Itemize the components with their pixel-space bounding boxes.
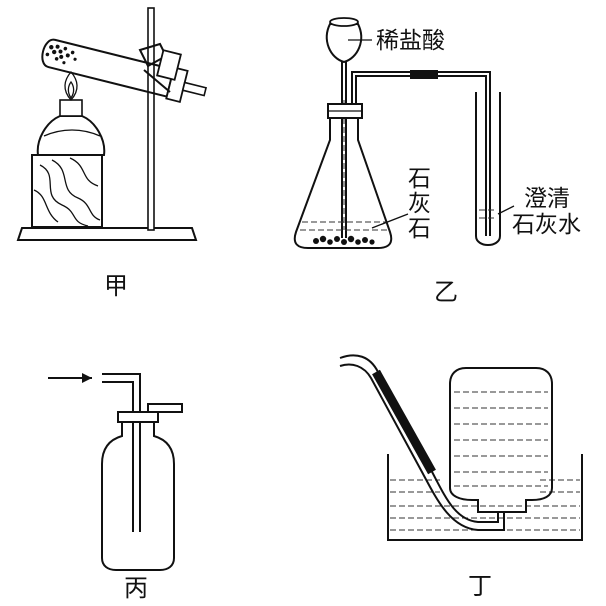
apparatus-d bbox=[339, 354, 583, 541]
label-limestone-3: 石 bbox=[408, 216, 431, 242]
test-tube-limewater bbox=[475, 92, 501, 246]
flame bbox=[64, 71, 78, 101]
label-limestone-2: 灰 bbox=[408, 191, 431, 217]
apparatus-a bbox=[16, 7, 208, 241]
water-trough bbox=[387, 454, 583, 541]
outlet-tube-short bbox=[147, 403, 183, 413]
alcohol-lamp bbox=[36, 115, 106, 156]
stopper-c bbox=[117, 411, 159, 423]
label-limewater-1: 澄清 bbox=[524, 186, 570, 212]
label-limewater-2: 石灰水 bbox=[512, 212, 581, 238]
caption-a: 甲 bbox=[104, 272, 128, 300]
rubber-hose bbox=[372, 369, 436, 475]
powder bbox=[45, 44, 77, 65]
apparatus-b bbox=[293, 17, 515, 249]
inlet-tube-long bbox=[102, 373, 141, 532]
caption-b: 乙 bbox=[434, 278, 458, 306]
delivery-tube-d bbox=[339, 354, 499, 523]
label-dilute-hcl: 稀盐酸 bbox=[376, 28, 445, 54]
conical-flask bbox=[293, 118, 393, 249]
funnel-bulb bbox=[325, 23, 363, 64]
gas-bottle bbox=[101, 422, 175, 571]
inverted-gas-jar bbox=[449, 367, 553, 513]
caption-c: 丙 bbox=[124, 574, 148, 602]
caption-d: 丁 bbox=[468, 572, 492, 600]
limestone-pieces bbox=[313, 235, 375, 245]
apparatus-c bbox=[48, 373, 183, 571]
stand-base bbox=[16, 227, 198, 241]
test-tube-tilted bbox=[41, 38, 208, 104]
stand-rod bbox=[147, 7, 155, 231]
label-limestone-1: 石 bbox=[408, 166, 431, 192]
